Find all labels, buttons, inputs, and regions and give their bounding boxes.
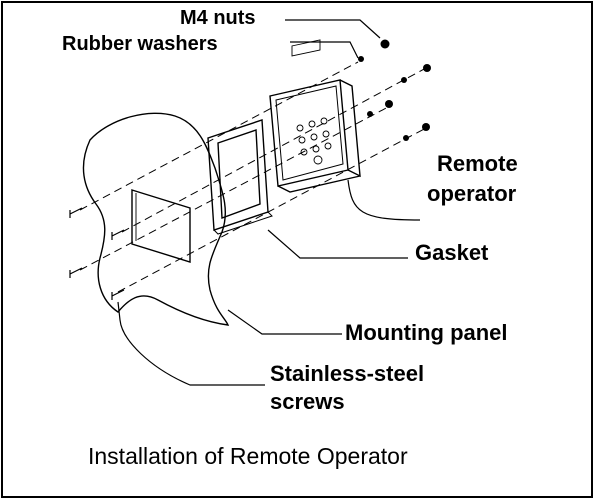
label-screws-line2: screws	[270, 389, 345, 414]
nut-1	[380, 39, 390, 49]
label-remote-operator-line2: operator	[427, 181, 517, 206]
mounting-panel-outline	[82, 112, 230, 326]
label-m4-nuts: M4 nuts	[180, 7, 256, 29]
leader-gasket	[267, 229, 408, 259]
panel-cutout	[131, 189, 191, 263]
leader-m4-nuts	[285, 19, 381, 39]
label-gasket: Gasket	[415, 240, 489, 265]
screws	[69, 207, 125, 300]
leader-remote-operator	[347, 179, 421, 221]
diagram-caption: Installation of Remote Operator	[88, 443, 408, 469]
label-rubber-washers: Rubber washers	[62, 33, 218, 55]
assembly-lines	[79, 61, 427, 293]
nut-3	[385, 100, 393, 108]
label-screws-line1: Stainless-steel	[270, 361, 425, 386]
label-mounting-panel: Mounting panel	[345, 320, 508, 345]
washer-3	[367, 111, 373, 117]
washer-2	[401, 77, 407, 83]
leader-mounting-panel	[227, 309, 342, 335]
label-remote-operator-line1: Remote	[437, 151, 518, 176]
leader-rubber-washers	[290, 41, 359, 59]
washer-1	[358, 56, 364, 62]
washer-4	[403, 135, 409, 141]
nut-4	[422, 123, 430, 131]
nuts-and-washers	[358, 39, 431, 141]
nut-2	[423, 64, 431, 72]
leader-screws	[117, 301, 265, 386]
